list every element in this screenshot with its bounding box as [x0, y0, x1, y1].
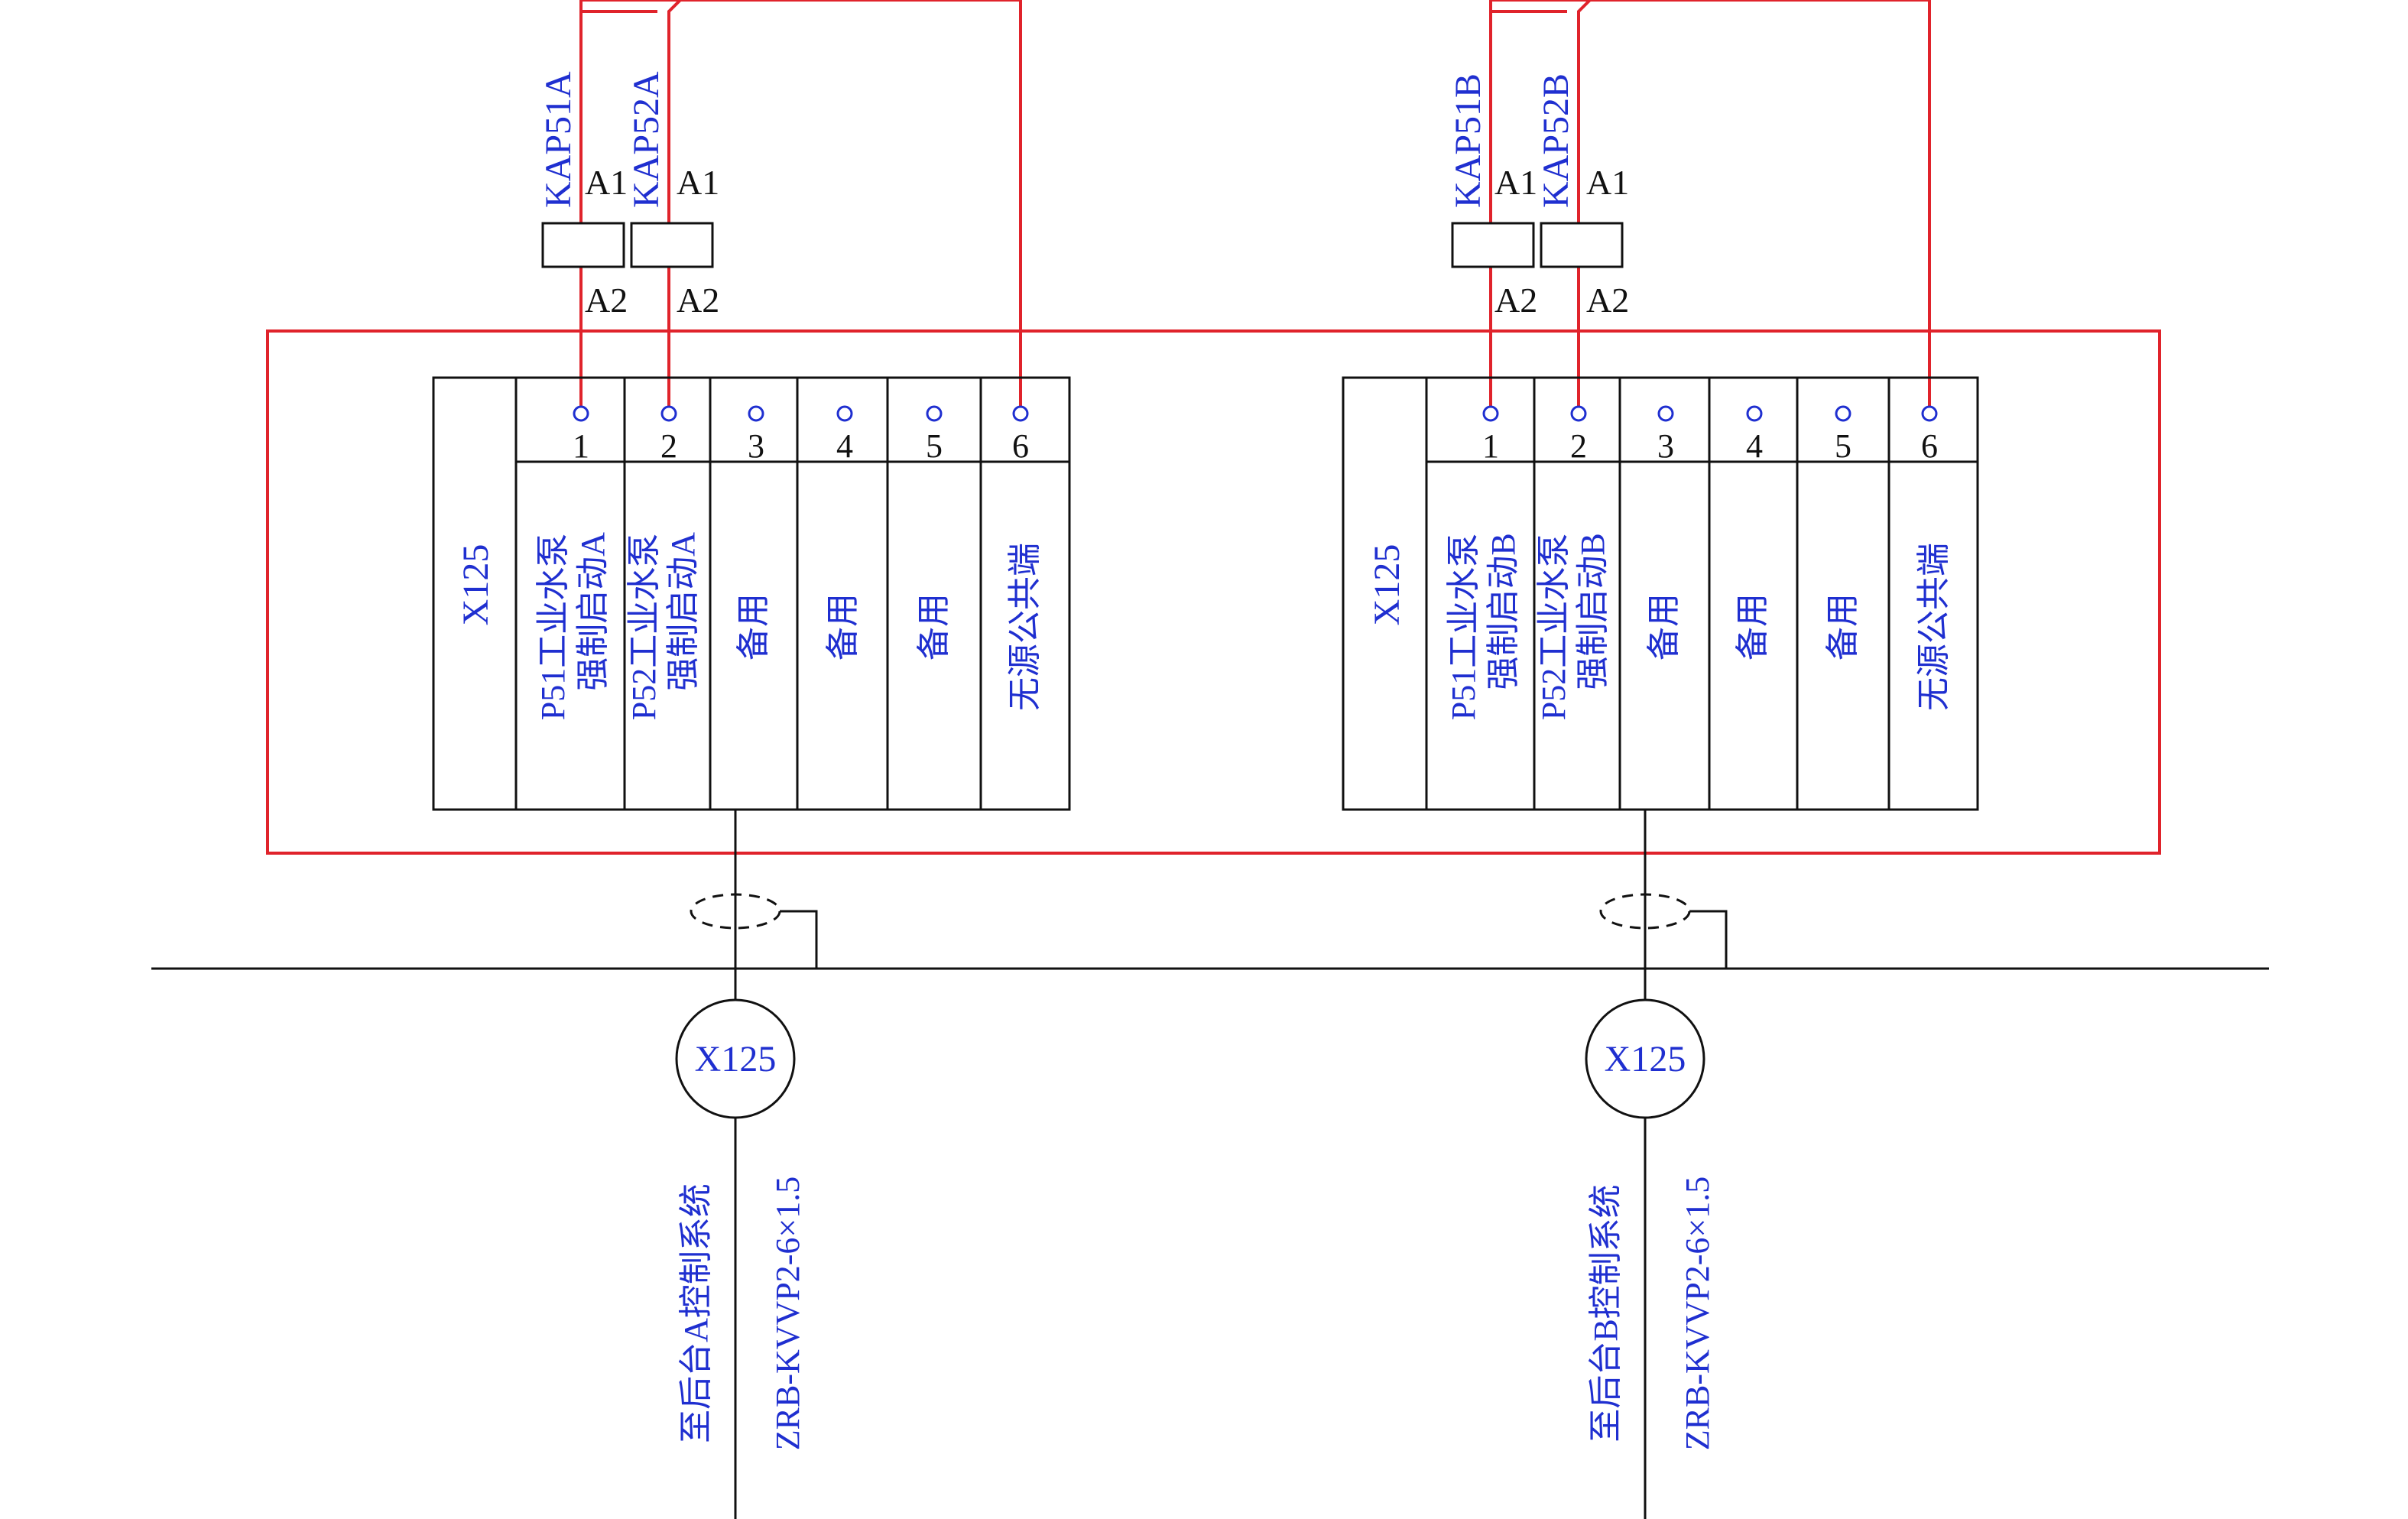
relay-coil-kap51b: [1451, 222, 1535, 268]
terminal-number: 5: [1835, 427, 1851, 465]
terminal-block-x125-a: [432, 376, 1071, 811]
terminal-point: [748, 405, 764, 422]
terminal-desc: 备用: [1734, 593, 1771, 661]
coil-a1-label: A1: [585, 163, 628, 202]
terminal-point: [1835, 405, 1851, 422]
coil-a2-label: A2: [677, 281, 719, 320]
coil-a2-label: A2: [1494, 281, 1537, 320]
terminal-number: 6: [1921, 427, 1938, 465]
coil-a1-label: A1: [677, 163, 719, 202]
terminal-point: [1921, 405, 1938, 422]
coil-a1-label: A1: [1586, 163, 1629, 202]
destination-label: 至后台A控制系统: [677, 1183, 715, 1443]
terminal-desc: 无源公共端: [1006, 543, 1043, 711]
terminal-point: [1482, 405, 1499, 422]
coil-a1-label: A1: [1494, 163, 1537, 202]
terminal-point: [926, 405, 943, 422]
terminal-desc: 备用: [1824, 593, 1861, 661]
relay-coil-kap52b: [1540, 222, 1624, 268]
terminal-point: [1012, 405, 1029, 422]
destination-label: 至后台B控制系统: [1587, 1184, 1624, 1442]
terminal-point: [1570, 405, 1587, 422]
terminal-desc-line2: 强制启动B: [1574, 533, 1611, 690]
cable-spec-label: ZRB-KVVP2-6×1.5: [769, 1177, 806, 1451]
cable-spec-label: ZRB-KVVP2-6×1.5: [1679, 1177, 1716, 1451]
terminal-desc: 无源公共端: [1915, 543, 1952, 711]
terminal-points-a: [573, 405, 1029, 422]
terminal-desc-line2: 强制启动B: [1485, 533, 1522, 690]
terminal-point: [1746, 405, 1763, 422]
relay-coil-kap51a: [541, 222, 625, 268]
terminal-block-x125-b: [1342, 376, 1979, 811]
cable-tag: X125: [1605, 1039, 1686, 1079]
cable-b: [1585, 810, 1728, 1519]
relay-name-kap52a: KAP52A: [626, 71, 667, 208]
group-a: KAP51A KAP52A A1 A1 A2 A2 X125 1: [432, 0, 1071, 1519]
terminal-point: [836, 405, 853, 422]
coil-a2-label: A2: [1586, 281, 1629, 320]
terminal-desc-line1: P51工业水泵: [1445, 534, 1482, 720]
terminal-desc-line1: P51工业水泵: [534, 534, 572, 720]
red-boundary-frame: [266, 329, 2161, 855]
terminal-number: 4: [1746, 427, 1763, 465]
cable-a: [675, 810, 818, 1519]
terminal-number: 1: [1482, 427, 1499, 465]
terminal-desc-line2: 强制启动A: [664, 532, 702, 691]
group-b: KAP51B KAP52B A1 A1 A2 A2 X125 1 2 3: [1342, 0, 1979, 1519]
terminal-block-name: X125: [1367, 544, 1407, 626]
terminal-number: 4: [836, 427, 853, 465]
coil-a2-label: A2: [585, 281, 628, 320]
terminal-points-b: [1482, 405, 1938, 422]
terminal-number: 1: [573, 427, 589, 465]
terminal-number: 3: [748, 427, 764, 465]
terminal-number: 2: [1570, 427, 1587, 465]
terminal-block-name: X125: [456, 544, 496, 626]
terminal-desc: 备用: [824, 593, 862, 661]
relay-name-kap52b: KAP52B: [1536, 73, 1576, 208]
relay-name-kap51b: KAP51B: [1448, 73, 1488, 208]
terminal-point: [660, 405, 677, 422]
terminal-point: [573, 405, 589, 422]
cable-tag: X125: [695, 1039, 777, 1079]
terminal-desc: 备用: [1645, 593, 1683, 661]
terminal-number: 2: [660, 427, 677, 465]
terminal-desc-line2: 强制启动A: [574, 532, 612, 691]
terminal-desc: 备用: [735, 593, 772, 661]
terminal-point: [1657, 405, 1674, 422]
terminal-number: 5: [926, 427, 943, 465]
terminal-desc: 备用: [915, 593, 952, 661]
terminal-desc-line1: P52工业水泵: [1535, 534, 1572, 720]
relay-coil-kap52a: [630, 222, 714, 268]
terminal-number: 6: [1012, 427, 1029, 465]
relay-name-kap51a: KAP51A: [538, 71, 579, 208]
terminal-desc-line1: P52工业水泵: [625, 534, 663, 720]
terminal-number: 3: [1657, 427, 1674, 465]
